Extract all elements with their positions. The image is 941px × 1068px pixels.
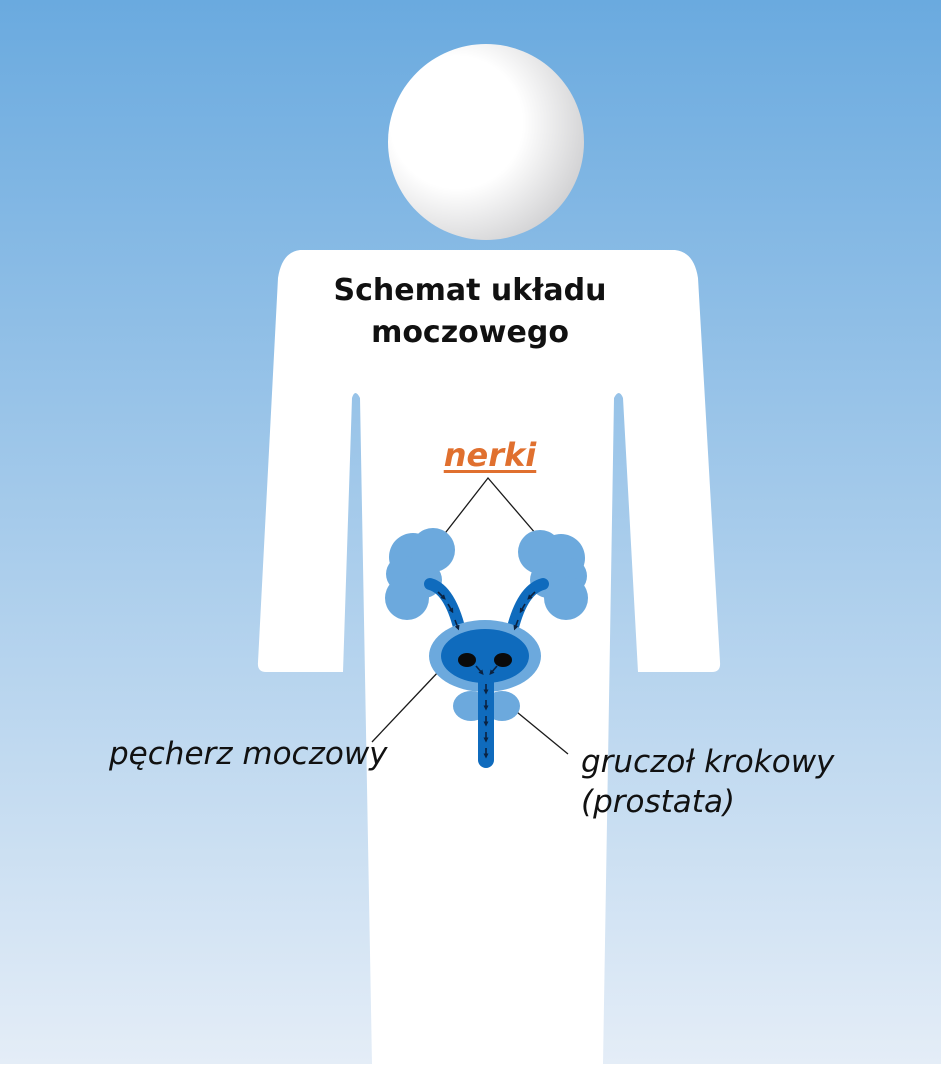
title-line-1: Schemat układu (270, 270, 670, 312)
prostate-label: gruczoł krokowy (prostata) (581, 742, 834, 822)
diagram-title: Schemat układu moczowego (270, 270, 670, 354)
prostate-label-line-2: (prostata) (581, 782, 834, 822)
title-line-2: moczowego (270, 312, 670, 354)
kidneys-label: nerki (440, 436, 540, 474)
right-ureter-opening (494, 653, 512, 667)
bladder-inner (441, 629, 529, 683)
bladder-label: pęcherz moczowy (109, 736, 388, 772)
head-shape (388, 44, 584, 240)
prostate-label-line-1: gruczoł krokowy (581, 742, 834, 782)
left-ureter-opening (458, 653, 476, 667)
